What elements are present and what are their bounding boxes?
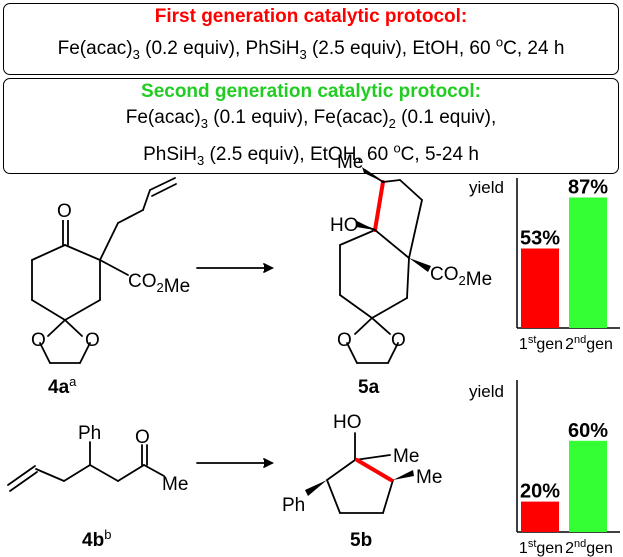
atom-5a-o1: O	[337, 330, 352, 351]
yield-chart-4b: yield 20% 1stgen 60% 2ndgen	[469, 380, 620, 557]
reaction-arrow-2	[196, 458, 275, 468]
bond-5a-ring	[382, 179, 401, 183]
chart-tick-label: 2ndgen	[565, 538, 613, 557]
atom-4b-ph: Ph	[78, 423, 101, 444]
second-protocol-title: Second generation catalytic protocol:	[141, 81, 481, 102]
label-5a: 5a	[358, 377, 380, 398]
label-4a: 4aa	[48, 374, 77, 398]
atom-4b-o: O	[135, 427, 150, 448]
chart-tick-label: 2ndgen	[565, 334, 613, 353]
molecule-4b-bonds	[7, 441, 165, 492]
atom-4a-ketone-o: O	[57, 201, 72, 222]
atom-4a-ester: CO2Me	[128, 271, 190, 297]
wedge-5b-ph	[305, 480, 327, 496]
chart-data-label: 87%	[568, 177, 608, 199]
chart-bar	[521, 501, 559, 532]
chart-bar	[569, 440, 607, 532]
label-4b: 4bb	[82, 527, 111, 551]
wedge-5b-me	[393, 470, 414, 480]
atom-5a-o2: O	[391, 330, 406, 351]
first-protocol-box: First generation catalytic protocol: Fe(…	[3, 3, 619, 75]
first-protocol-conditions: Fe(acac)3 (0.2 equiv), PhSiH3 (2.5 equiv…	[57, 35, 565, 63]
new-bond-5a	[373, 180, 385, 232]
first-protocol-title: First generation catalytic protocol:	[154, 6, 468, 27]
atom-5b-ho: HO	[333, 412, 362, 433]
atom-5a-ho: HO	[330, 215, 359, 236]
second-protocol-conditions-2: PhSiH3 (2.5 equiv), EtOH, 60 oC, 5-24 h	[143, 140, 479, 168]
chart-data-label: 20%	[520, 481, 560, 503]
molecule-4a-bonds	[31, 177, 177, 364]
wedge-5a-ester	[409, 258, 431, 272]
wedge-5a-oh	[356, 221, 375, 230]
chart-ylabel: yield	[469, 178, 504, 197]
chart-tick-label: 1stgen	[519, 538, 563, 557]
wedge-5a-me	[362, 167, 383, 182]
molecule-5a-bonds	[339, 179, 423, 364]
new-bond-5b	[355, 458, 393, 482]
molecule-5b-bonds	[326, 432, 394, 514]
atom-4b-me: Me	[162, 474, 188, 495]
chart-tick-label: 1stgen	[519, 334, 563, 353]
chart-bar	[569, 197, 607, 328]
atom-4a-o2: O	[85, 330, 100, 351]
atom-5b-me2: Me	[416, 467, 442, 488]
bond-5a-ring-fusion	[374, 229, 410, 259]
second-protocol-box: Second generation catalytic protocol: Fe…	[3, 78, 619, 174]
atom-4a-o1: O	[31, 330, 46, 351]
yield-chart-4a: yield 53% 1stgen 87% 2ndgen	[469, 177, 620, 353]
atom-5a-me: Me	[337, 152, 363, 173]
atom-5a-ester: CO2Me	[430, 264, 492, 290]
chart-data-label: 60%	[568, 420, 608, 442]
reaction-arrow-1	[196, 263, 275, 273]
chart-ylabel: yield	[469, 382, 504, 401]
chart-data-label: 53%	[520, 228, 560, 250]
second-protocol-conditions-1: Fe(acac)3 (0.1 equiv), Fe(acac)2 (0.1 eq…	[125, 107, 497, 131]
label-5b: 5b	[350, 530, 372, 551]
chart-bar	[521, 248, 559, 328]
atom-5b-ph: Ph	[282, 495, 305, 516]
atom-5b-me1: Me	[393, 446, 419, 467]
